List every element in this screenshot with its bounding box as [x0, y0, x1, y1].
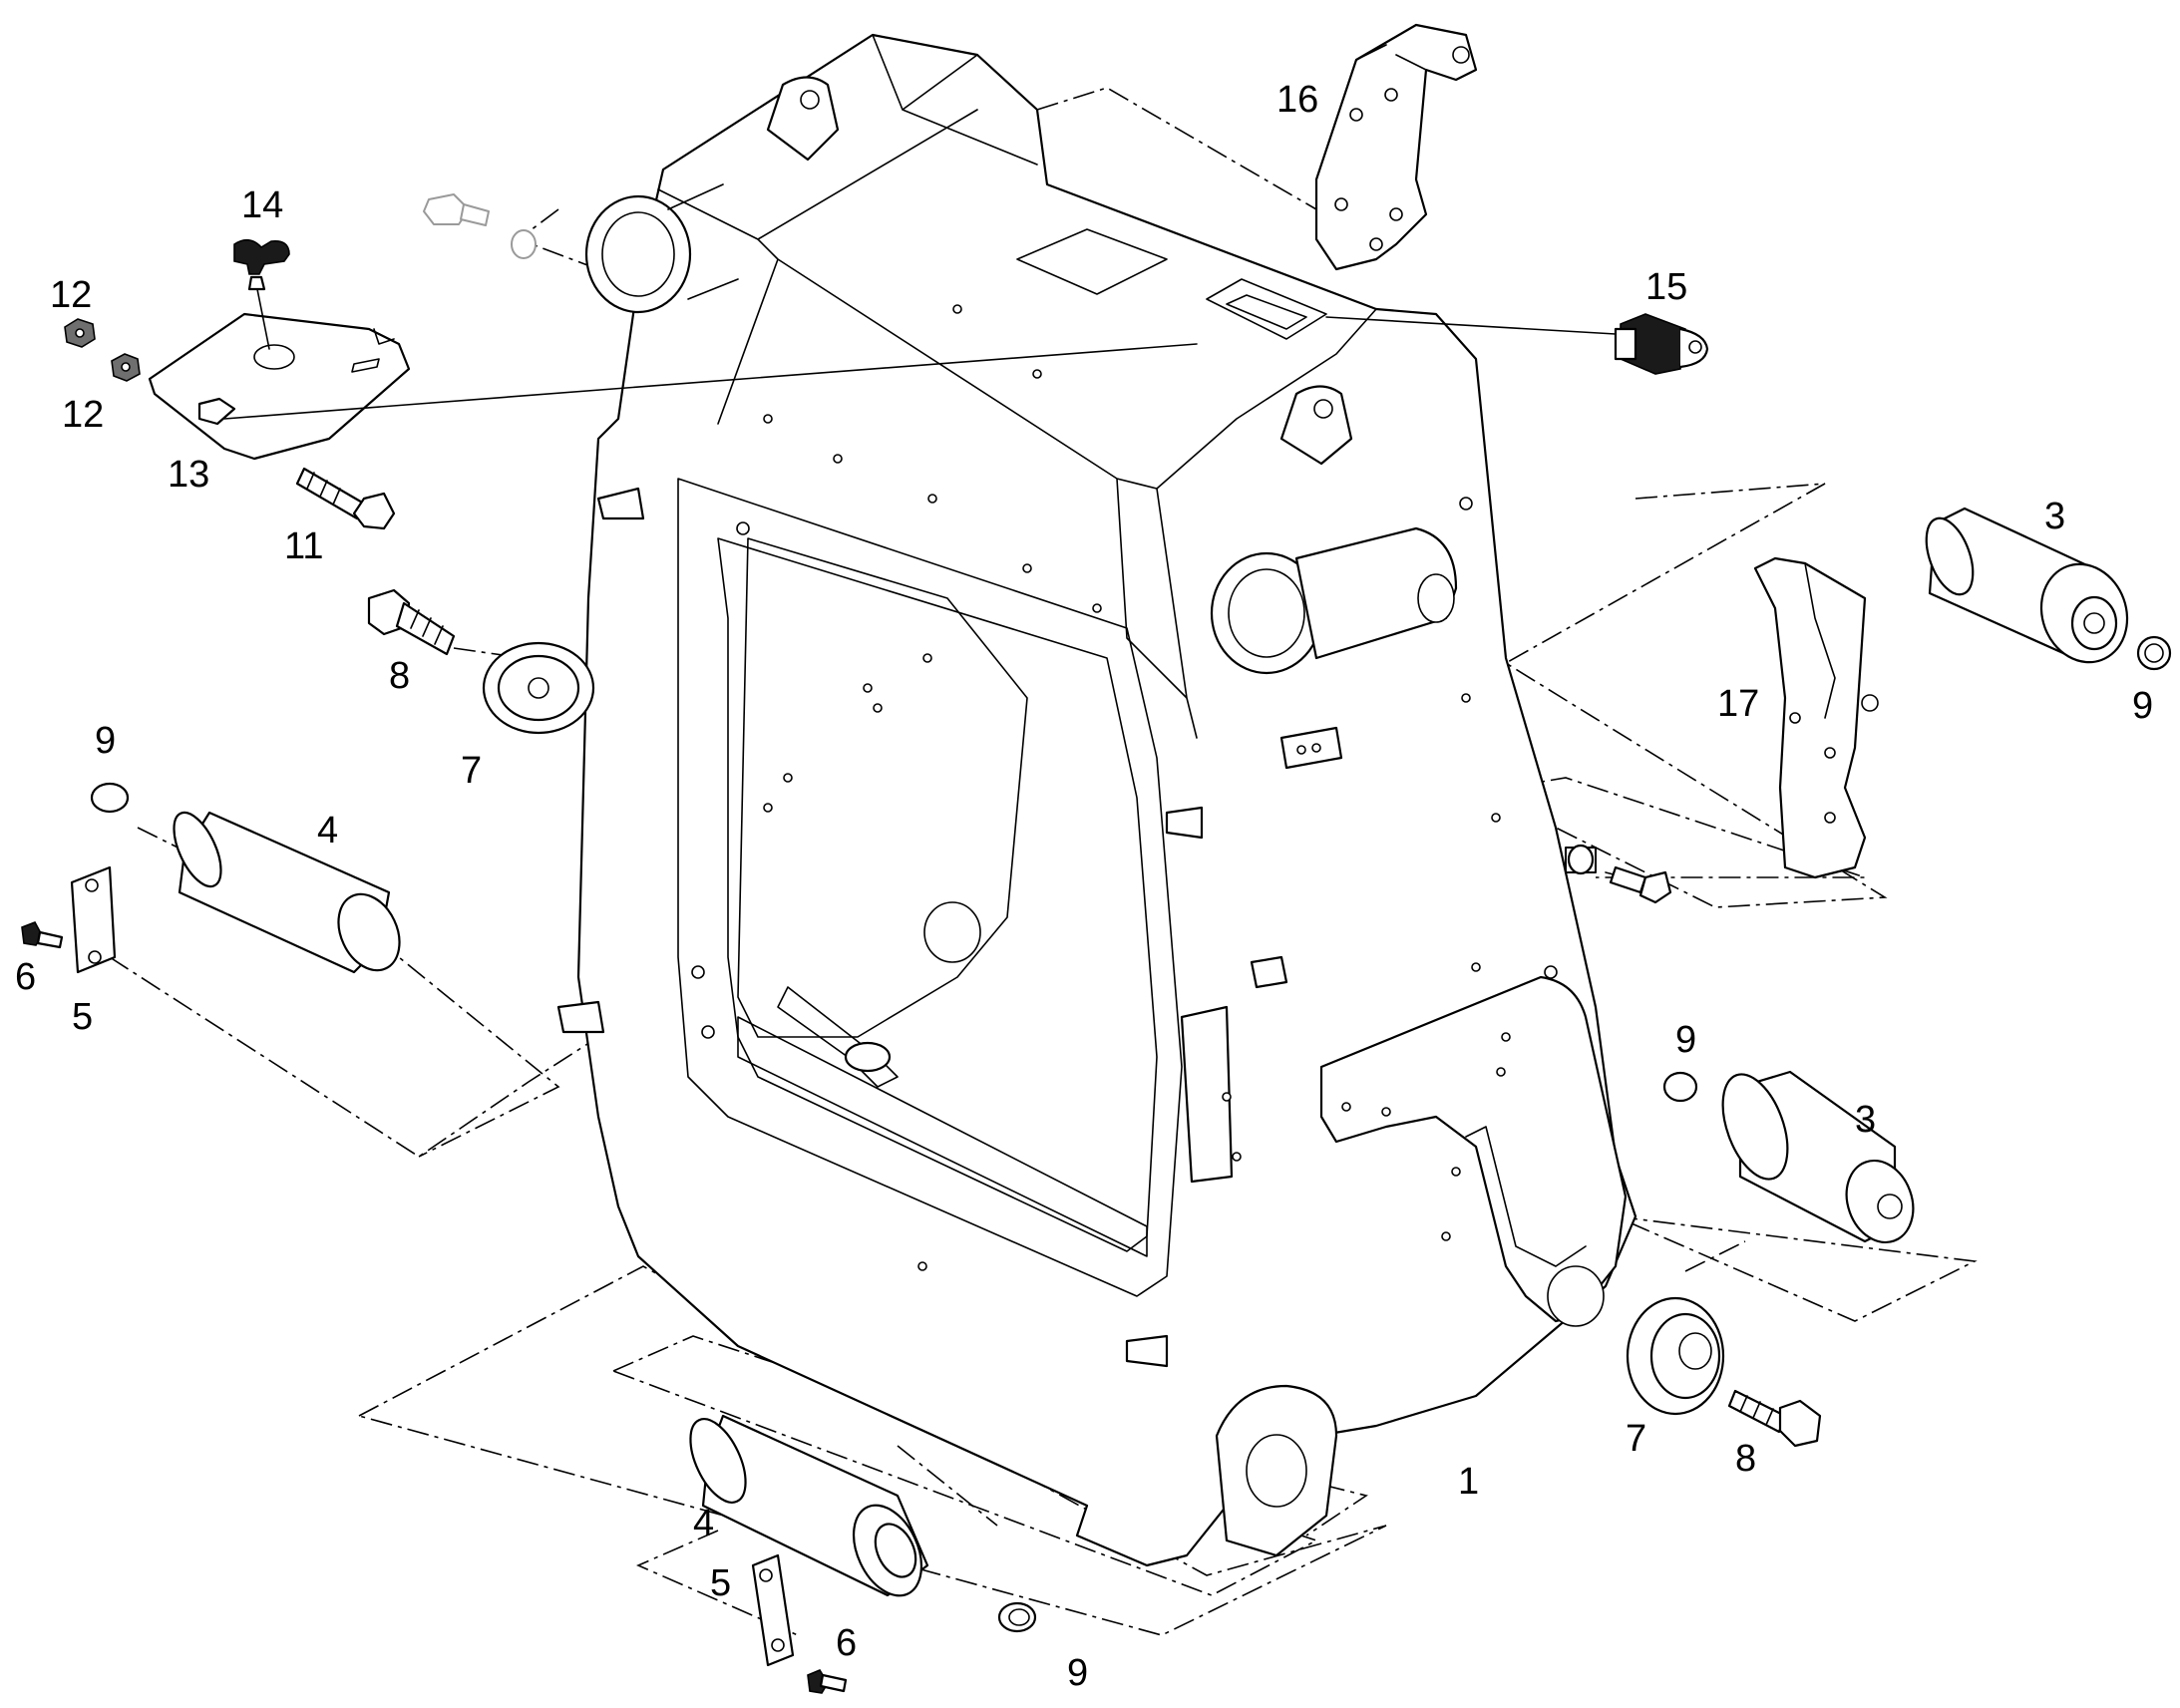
frame-tube-top — [584, 183, 739, 314]
side-arm-bore — [1547, 1265, 1605, 1327]
frame-holes — [691, 304, 1558, 1271]
callout-16: 16 — [1276, 79, 1318, 121]
callout-8-right: 8 — [1735, 1438, 1756, 1480]
bolt-6-left — [21, 921, 64, 949]
callout-4-left: 4 — [317, 810, 338, 852]
nut-12-upper — [64, 318, 96, 348]
callout-6-left: 6 — [15, 956, 36, 998]
callout-13: 13 — [168, 454, 209, 496]
bolt-8-left — [367, 588, 456, 656]
top-box-edges — [657, 34, 1377, 739]
washer-7-right — [1626, 1296, 1725, 1416]
bolt-right-middle — [1565, 844, 1672, 904]
bolt-11 — [295, 467, 396, 530]
latch-15 — [1614, 313, 1709, 375]
frame-outline — [576, 33, 1637, 1567]
wing-bolt-14 — [233, 238, 290, 350]
tab-lower-right — [1125, 1334, 1169, 1368]
callout-9-bottom: 9 — [1067, 1652, 1088, 1694]
callout-1: 1 — [1458, 1461, 1479, 1503]
callout-7-left: 7 — [461, 750, 482, 792]
callout-12-upper: 12 — [50, 274, 92, 316]
callout-15: 15 — [1645, 266, 1687, 308]
fitting — [1250, 955, 1288, 989]
nut-12-lower — [111, 353, 141, 382]
slot-plate — [1180, 1005, 1234, 1184]
bracket-16 — [1314, 23, 1478, 271]
pin-3-upper — [1925, 507, 2129, 664]
callout-7-right: 7 — [1626, 1418, 1646, 1460]
plate-5-bottom — [751, 1553, 795, 1667]
connector-block — [1279, 726, 1343, 770]
callout-9-lower-right: 9 — [1675, 1019, 1696, 1061]
top-hatch — [1016, 228, 1327, 340]
cap-9-lower-right — [1662, 1071, 1698, 1103]
cap-9-upper-right — [2136, 635, 2172, 671]
callout-9-upper-right: 9 — [2132, 685, 2153, 727]
frame-window — [677, 478, 1183, 1297]
bolt-8-right — [1727, 1389, 1822, 1448]
bottom-boss — [1215, 1384, 1338, 1557]
callout-3-upper: 3 — [2044, 496, 2065, 537]
tab-lower-left — [556, 1000, 605, 1034]
tab-mid-right — [1165, 806, 1204, 840]
leader-13-15 — [223, 343, 1198, 420]
pin-4-left — [173, 811, 401, 974]
main-frame — [556, 33, 1637, 1567]
bracket-17 — [1753, 556, 1879, 879]
cap-9-bottom — [997, 1601, 1037, 1633]
washer-7-left — [482, 641, 595, 735]
frame-tube-right — [1210, 526, 1458, 675]
inner-web — [737, 537, 1028, 1038]
cover-plate-13 — [148, 312, 411, 461]
pin-3-lower — [1721, 1070, 1915, 1244]
callout-11: 11 — [284, 525, 323, 567]
callout-8-left: 8 — [389, 655, 410, 697]
pin-4-bottom — [689, 1414, 929, 1597]
callout-12-lower: 12 — [62, 394, 104, 436]
lifting-eye-top — [766, 76, 840, 162]
inner-bore — [923, 901, 981, 963]
plate-5-left — [70, 865, 117, 974]
bolt-6-bottom — [807, 1668, 848, 1694]
callout-14: 14 — [241, 184, 283, 226]
callout-5-bottom: 5 — [710, 1562, 731, 1604]
callout-5-left: 5 — [72, 996, 93, 1038]
tab-upper-left — [596, 487, 645, 520]
callout-9-left: 9 — [95, 720, 116, 762]
ghost-bolt-upper — [423, 193, 537, 259]
callouts: 1 3 3 4 4 5 5 6 6 7 7 8 8 9 9 9 9 11 12 … — [15, 79, 2153, 1694]
lifting-eye-right — [1279, 385, 1353, 466]
callout-3-lower: 3 — [1855, 1099, 1876, 1141]
leader-15 — [1325, 316, 1617, 335]
callout-17: 17 — [1717, 683, 1759, 725]
callout-6-bottom: 6 — [836, 1622, 857, 1664]
callout-4-bottom: 4 — [693, 1503, 714, 1544]
cap-9-left — [90, 782, 130, 814]
side-arm — [1319, 975, 1628, 1323]
